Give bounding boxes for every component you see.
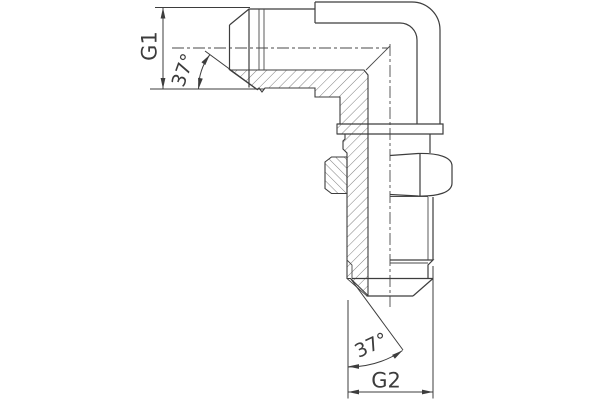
bottom-angle-arrow-left bbox=[348, 364, 359, 369]
dimension-label-g1: G1 bbox=[137, 31, 161, 61]
top-cone-extension-line bbox=[204, 50, 259, 91]
g1-arrow-up bbox=[160, 7, 166, 19]
angle-label-top: 37° bbox=[168, 51, 200, 90]
g2-arrow-right bbox=[422, 389, 433, 395]
top-angle-arrow-low bbox=[196, 77, 203, 90]
dimension-g1: G1 bbox=[137, 7, 264, 90]
thread-end-left bbox=[346, 259, 353, 279]
hex-nut-outline bbox=[389, 152, 453, 197]
g2-arrow-left bbox=[348, 389, 359, 395]
nose-chamfer-right bbox=[412, 278, 434, 297]
left-port-thread-top bbox=[229, 8, 315, 26]
angle-dimension-bottom: 37° bbox=[347, 278, 404, 369]
washer bbox=[337, 123, 444, 135]
dimension-label-g2: G2 bbox=[371, 368, 401, 392]
bottom-cone-extension-line bbox=[350, 278, 404, 351]
angle-label-bottom: 37° bbox=[351, 329, 391, 363]
bottom-angle-arrow-right bbox=[392, 348, 404, 359]
fitting-outline bbox=[228, 1, 453, 297]
thread-end bbox=[390, 259, 435, 279]
dimension-g2: G2 bbox=[347, 266, 434, 399]
g1-arrow-down bbox=[160, 78, 166, 89]
elbow-inner-curve bbox=[315, 22, 418, 124]
section-hatch-locknut bbox=[324, 156, 348, 195]
bore-corner-chamfer bbox=[365, 45, 391, 71]
elbow-outer-curve bbox=[315, 1, 441, 124]
left-port-thread-runout bbox=[258, 9, 265, 70]
